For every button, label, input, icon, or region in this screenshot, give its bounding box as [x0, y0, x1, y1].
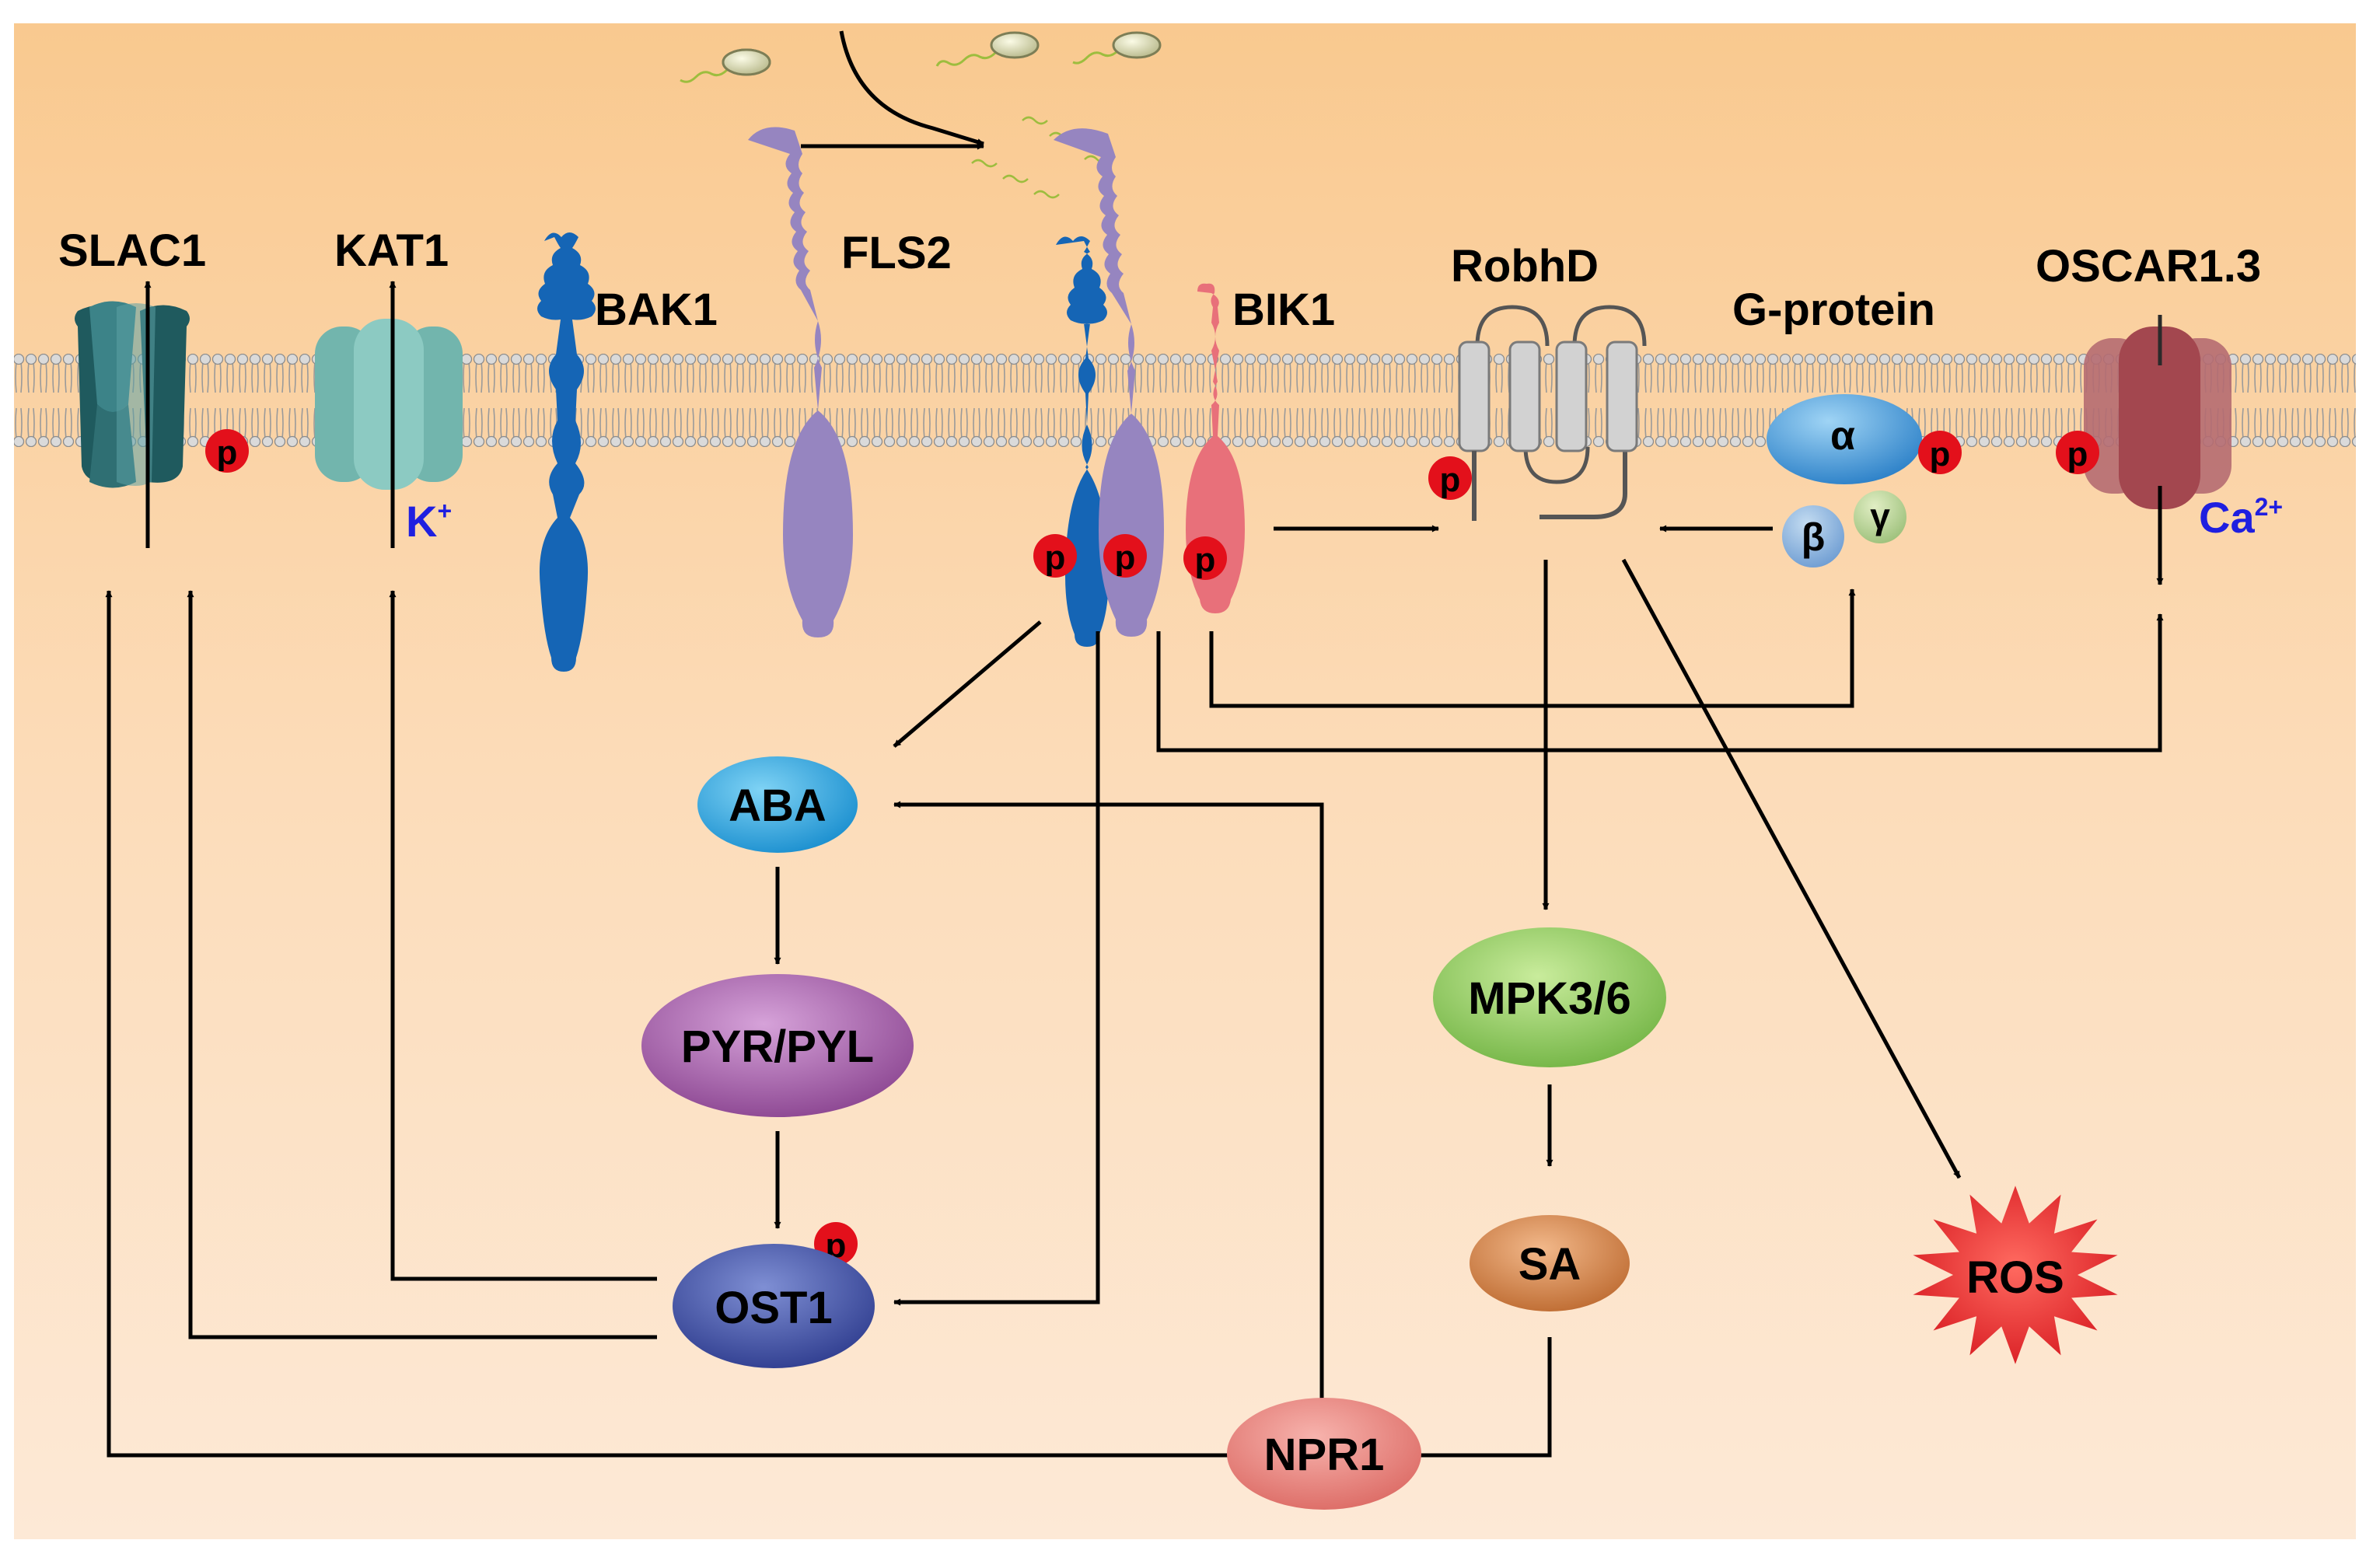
npr1-label: NPR1	[1264, 1430, 1385, 1480]
svg-text:p: p	[1440, 461, 1461, 499]
kat1-label: KAT1	[334, 225, 449, 276]
aba-node: ABA	[697, 756, 858, 853]
bacterium-icon	[935, 31, 1040, 67]
aba-label: ABA	[729, 781, 827, 831]
ca-charge-text: 2+	[2255, 493, 2283, 521]
ca-ion-text: Ca	[2199, 493, 2255, 542]
kat1-channel	[315, 319, 463, 490]
robhd-label: RobhD	[1451, 241, 1599, 292]
k-ion-text: K	[406, 497, 437, 546]
pyr-pyl-node: PYR/PYL	[641, 974, 914, 1117]
phospho-marker: p	[1183, 536, 1227, 580]
npr1-node: NPR1	[1227, 1398, 1421, 1510]
mpk3-6-node: MPK3/6	[1433, 927, 1666, 1067]
phospho-marker: p	[205, 429, 249, 473]
curved-arrow	[839, 30, 984, 146]
bik1-kinase	[1186, 283, 1245, 613]
slac1-label: SLAC1	[58, 225, 206, 276]
calcium-ion-label: Ca2+	[2199, 493, 2283, 542]
ost1-label: OST1	[715, 1283, 833, 1333]
pathway-arrows	[105, 281, 2164, 1458]
ros-burst: ROS	[1913, 1186, 2118, 1364]
alpha-subunit-label: α	[1830, 414, 1855, 459]
potassium-ion-label: K+	[406, 497, 452, 546]
g-protein-complex	[1767, 394, 1922, 567]
sa-label: SA	[1519, 1239, 1581, 1290]
fls2-label: FLS2	[841, 228, 952, 278]
bik1-label: BIK1	[1232, 285, 1335, 335]
sa-node: SA	[1470, 1215, 1630, 1311]
mpk3-6-label: MPK3/6	[1468, 973, 1631, 1024]
svg-text:p: p	[1930, 435, 1951, 473]
svg-text:p: p	[2067, 435, 2088, 473]
oscar1-3-channel	[2084, 315, 2231, 509]
phospho-marker: p	[1428, 456, 1472, 500]
phospho-marker: p	[1103, 534, 1147, 578]
slac1-channel	[75, 301, 190, 488]
phospho-marker: p	[1918, 431, 1962, 474]
ost1-node: OST1	[673, 1244, 875, 1368]
svg-text:p: p	[1045, 539, 1066, 577]
bak1-receptor	[537, 232, 596, 672]
k-charge-text: +	[437, 497, 452, 525]
svg-text:p: p	[217, 434, 238, 472]
phospho-marker: p	[1033, 534, 1077, 578]
gamma-subunit-label: γ	[1870, 496, 1890, 536]
oscar-label: OSCAR1.3	[2036, 241, 2261, 292]
phospho-marker: p	[2056, 431, 2099, 474]
pyr-pyl-label: PYR/PYL	[681, 1021, 874, 1072]
gprotein-label: G-protein	[1732, 285, 1935, 335]
bacterium-icon	[1072, 31, 1162, 65]
fls2-receptor	[748, 127, 853, 638]
robhd-oxidase	[1458, 305, 1647, 521]
fls2-complex-receptor	[1054, 128, 1164, 637]
bacterium-icon	[680, 48, 771, 83]
bak1-label: BAK1	[595, 285, 718, 335]
ros-label: ROS	[1966, 1252, 2064, 1303]
svg-text:p: p	[1115, 539, 1136, 577]
beta-subunit-label: β	[1802, 515, 1826, 559]
svg-text:p: p	[1195, 541, 1216, 579]
